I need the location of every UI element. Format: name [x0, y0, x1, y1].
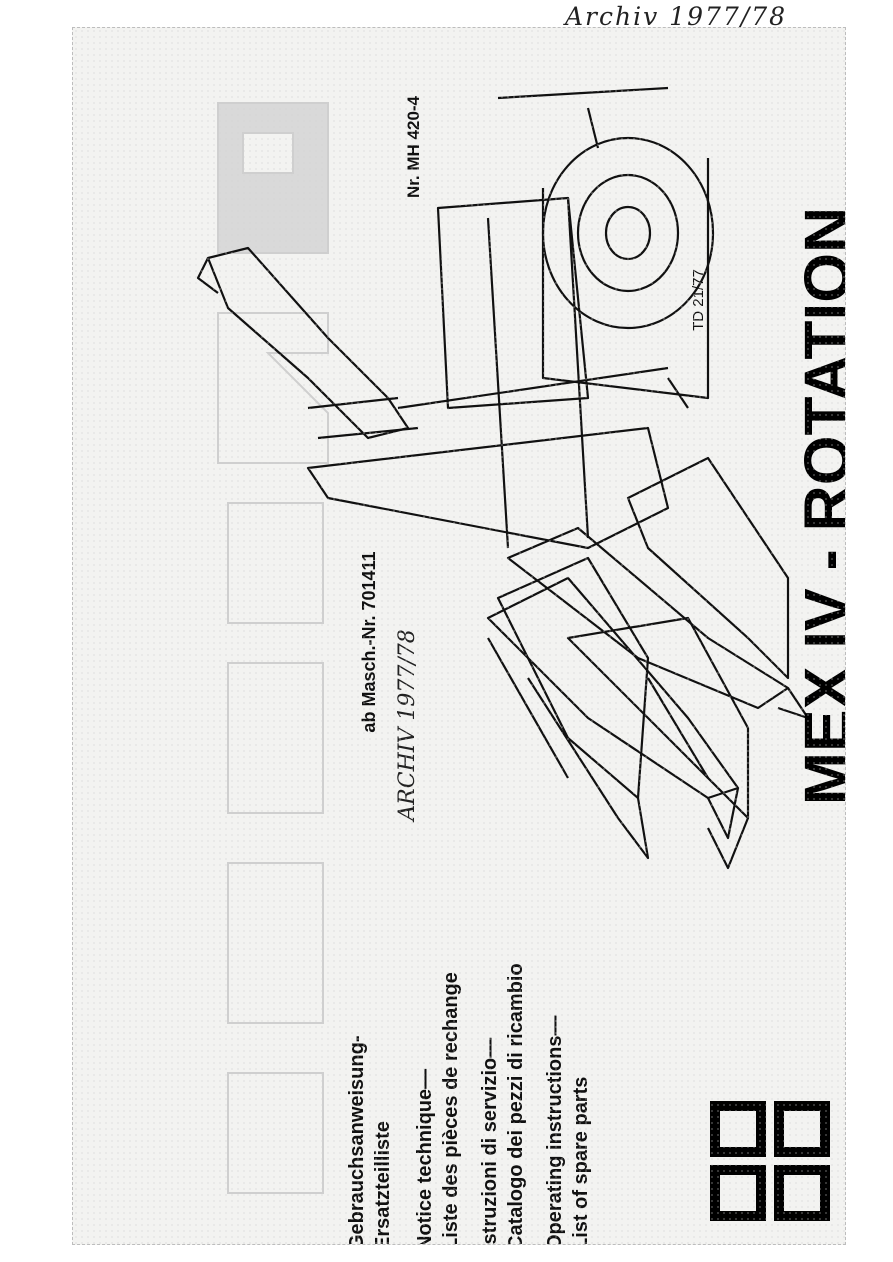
forage-harvester-illustration — [196, 86, 810, 870]
serial-number-range: ab Masch.-Nr. 701411 — [359, 551, 379, 733]
td-code: TD 21/77 — [690, 269, 707, 331]
language-line-2: List of spare parts — [570, 1076, 592, 1245]
document-number: Nr. MH 420-4 — [404, 95, 423, 199]
language-line-1: Gebrauchsanweisung- — [346, 1035, 368, 1245]
language-line-1: Notice technique— — [414, 1068, 436, 1245]
language-line-2: Catalogo dei pezzi di ricambio — [505, 963, 527, 1245]
language-line-1: Operating instructions— — [544, 1015, 566, 1245]
language-block-german: Gebrauchsanweisung- Ersatzteilliste — [344, 880, 404, 1245]
handwritten-archive-note: Archiv 1977/78 — [565, 2, 788, 31]
language-line-2: Liste des pièces de rechange — [440, 972, 462, 1245]
language-line-2: Ersatzteilliste — [372, 1121, 394, 1245]
manual-cover: Nr. MH 420-4 TD 21/77 ab Masch.-Nr. 7014… — [72, 27, 846, 1245]
archive-stamp: ARCHIV 1977/78 — [395, 629, 420, 821]
product-title: MEX IV - ROTATION — [791, 206, 846, 806]
language-line-1: Istruzioni di servizio— — [479, 1037, 501, 1245]
four-square-grid-icon — [710, 1101, 830, 1221]
language-block-english: Operating instructions— List of spare pa… — [542, 880, 602, 1245]
faded-brand-lettering — [217, 102, 329, 1194]
language-block-french: Notice technique— Liste des pièces de re… — [412, 880, 472, 1245]
language-block-italian: Istruzioni di servizio— Catalogo dei pez… — [477, 880, 537, 1245]
